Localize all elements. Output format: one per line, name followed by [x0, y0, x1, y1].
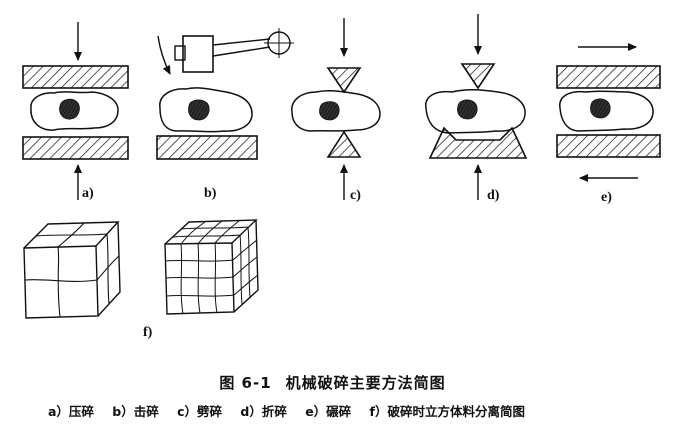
hammer-handle-bottom [212, 46, 271, 57]
material-core [590, 98, 611, 119]
v-support-block [428, 126, 528, 159]
panel-label-b: b) [204, 186, 217, 201]
panel-label-a: a) [82, 186, 94, 201]
panel-label-d: d) [487, 188, 500, 203]
panel-b-impact [156, 28, 294, 160]
material-core [188, 99, 210, 121]
material-core [319, 101, 340, 121]
figure-legend: a）压碎 b）击碎 c）劈碎 d）折碎 e）碾碎 f）破碎时立方体料分离简图 [48, 401, 648, 420]
panel-f-cube-coarse [23, 221, 121, 319]
figure-title: 机械破碎主要方法简图 [285, 374, 446, 392]
material-lump [559, 90, 654, 132]
legend-item-b: b）击碎 [112, 404, 159, 419]
material-lump [30, 91, 119, 131]
panel-label-e: e) [601, 190, 612, 205]
material-lump [159, 87, 253, 133]
upper-plate [556, 65, 661, 89]
material-core [457, 99, 478, 120]
panel-e-grinding [556, 43, 661, 182]
hammer-head [182, 35, 214, 73]
panel-d-bending [425, 14, 528, 200]
legend-item-a: a）压碎 [48, 404, 94, 419]
figure-number: 图 6-1 [219, 374, 272, 392]
upper-wedge [326, 67, 362, 94]
swing-arrow [157, 35, 171, 75]
hammer-nose [174, 45, 186, 61]
lower-wedge [326, 130, 362, 158]
anvil-plate [156, 135, 258, 160]
panel-label-f: f) [143, 325, 153, 340]
material-lump [291, 90, 381, 132]
panel-label-c: c) [350, 188, 361, 203]
legend-item-f: f）破碎时立方体料分离简图 [369, 404, 525, 419]
material-core [59, 98, 80, 120]
panel-f-cube-fine [164, 219, 259, 315]
legend-item-c: c）劈碎 [177, 404, 223, 419]
figure-caption: 图 6-1 机械破碎主要方法简图 [0, 372, 679, 393]
upper-wedge [460, 63, 496, 90]
panel-c-splitting [291, 18, 381, 200]
upper-plate [22, 65, 129, 89]
lower-plate [556, 134, 661, 158]
legend-item-d: d）折碎 [240, 404, 287, 419]
hammer-handle-top [212, 38, 271, 46]
panel-a-crushing [22, 22, 129, 200]
lower-plate [22, 136, 129, 160]
legend-item-e: e）碾碎 [305, 404, 352, 419]
